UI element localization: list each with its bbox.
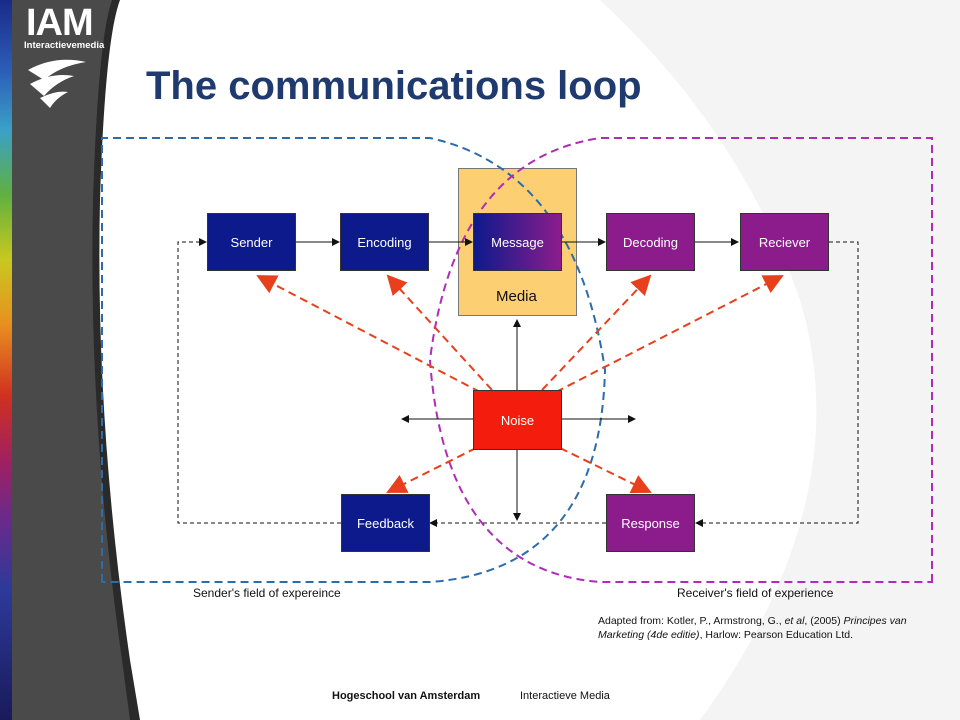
noise-to-encoding	[386, 274, 493, 391]
footer-department: Interactieve Media	[520, 690, 610, 702]
media-label: Media	[496, 288, 537, 305]
citation-etal: et al	[784, 615, 805, 627]
noise-to-receiver	[555, 275, 784, 393]
loop-feedback-sender	[177, 238, 341, 524]
citation: Adapted from: Kotler, P., Armstrong, G.,…	[598, 614, 928, 642]
noise-to-decoding	[541, 274, 652, 391]
sender-field-label: Sender's field of expereince	[193, 586, 341, 600]
footer-institution: Hogeschool van Amsterdam	[332, 690, 481, 702]
decoding-box: Decoding	[606, 213, 695, 271]
receiver-field-label: Receiver's field of experience	[677, 586, 834, 600]
color-stripe	[0, 0, 12, 720]
noise-to-feedback	[386, 447, 477, 493]
citation-book: Principes van Marketing (4de editie)	[598, 615, 907, 641]
citation-prefix: Adapted from: Kotler, P., Armstrong, G.,	[598, 615, 785, 627]
logo-subtext: Interactievemedia	[24, 40, 105, 51]
receiver-box: Reciever	[740, 213, 829, 271]
noise-box: Noise	[473, 390, 562, 450]
loop-receiver-response	[695, 241, 859, 527]
page-title: The communications loop	[146, 64, 642, 108]
feedback-box: Feedback	[341, 494, 430, 552]
noise-to-sender	[256, 275, 481, 393]
response-box: Response	[606, 494, 695, 552]
receiver-field-outline	[428, 137, 933, 583]
noise-to-response	[559, 447, 652, 494]
sender-field-outline	[101, 137, 607, 583]
citation-suffix: , Harlow: Pearson Education Ltd.	[699, 629, 854, 641]
citation-mid: , (2005)	[804, 615, 844, 627]
sender-box: Sender	[207, 213, 296, 271]
encoding-box: Encoding	[340, 213, 429, 271]
message-box: Message	[473, 213, 562, 271]
logo-text: IAM	[26, 2, 94, 44]
